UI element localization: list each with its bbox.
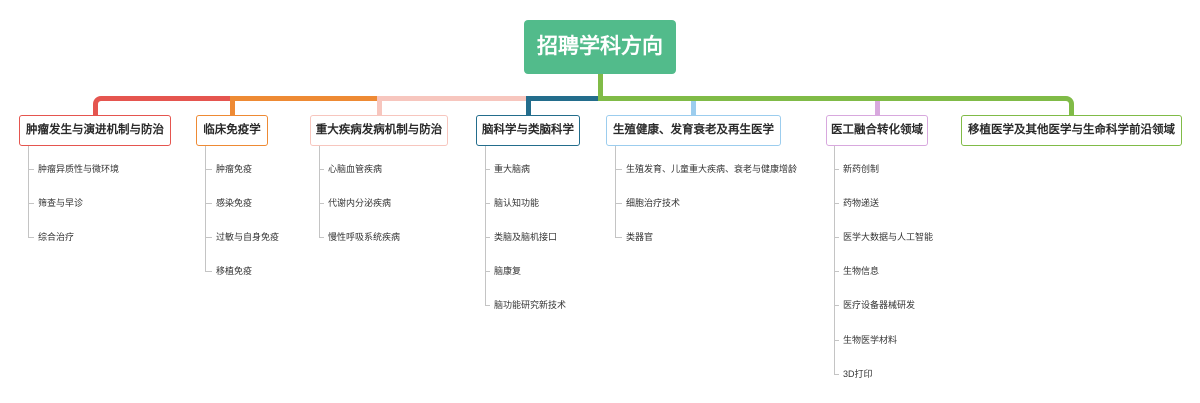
branch-topic-tumor: 肿瘤发生与演进机制与防治 [19, 115, 171, 146]
child-connector-tick [28, 203, 34, 204]
child-connector-tick [834, 237, 839, 238]
child-connector-tick [28, 237, 34, 238]
root-topic: 招聘学科方向 [524, 20, 676, 74]
child-topic: 类器官 [626, 232, 654, 242]
child-connector-vertical [28, 146, 29, 238]
child-connector-vertical [834, 146, 835, 375]
child-connector-tick [485, 305, 490, 306]
child-connector-tick [485, 203, 490, 204]
child-connector-vertical [615, 146, 616, 238]
child-connector-tick [319, 203, 324, 204]
child-topic: 筛查与早诊 [38, 198, 84, 208]
connector-line-root-stem [597, 74, 603, 100]
child-connector-tick [834, 271, 839, 272]
child-topic: 代谢内分泌疾病 [328, 198, 392, 208]
child-topic: 生物信息 [843, 266, 880, 276]
child-connector-tick [615, 237, 622, 238]
child-connector-tick [205, 271, 212, 272]
child-topic: 类脑及脑机接口 [494, 232, 558, 242]
child-topic: 3D打印 [843, 369, 873, 379]
child-topic: 慢性呼吸系统疾病 [328, 232, 401, 242]
connector-line-immunology [229, 96, 382, 115]
child-topic: 生物医学材料 [843, 335, 898, 345]
child-topic: 医疗设备器械研发 [843, 300, 916, 310]
child-connector-tick [28, 169, 34, 170]
branch-topic-major-disease: 重大疾病发病机制与防治 [310, 115, 448, 146]
child-connector-tick [319, 237, 324, 238]
child-topic: 感染免疫 [216, 198, 253, 208]
child-connector-tick [615, 169, 622, 170]
child-topic: 移植免疫 [216, 266, 253, 276]
child-topic: 脑功能研究新技术 [494, 300, 567, 310]
child-connector-tick [205, 237, 212, 238]
child-connector-tick [485, 169, 490, 170]
child-topic: 生殖发育、儿童重大疾病、衰老与健康增龄 [626, 164, 798, 174]
branch-topic-brain-science: 脑科学与类脑科学 [476, 115, 580, 146]
child-topic: 细胞治疗技术 [626, 198, 681, 208]
connector-line-reproductive [691, 100, 696, 115]
child-topic: 新药创制 [843, 164, 880, 174]
branch-topic-transplant: 移植医学及其他医学与生命科学前沿领域 [961, 115, 1182, 146]
connector-line-transplant [597, 96, 1074, 115]
child-connector-vertical [319, 146, 320, 238]
connector-line-tumor [92, 96, 235, 115]
child-connector-tick [205, 169, 212, 170]
child-connector-tick [485, 271, 490, 272]
child-topic: 重大脑病 [494, 164, 531, 174]
connector-line-major-disease [376, 96, 529, 115]
child-topic: 药物递送 [843, 198, 880, 208]
connector-line-brain-science [525, 96, 603, 115]
child-topic: 综合治疗 [38, 232, 75, 242]
branch-topic-med-eng: 医工融合转化领域 [826, 115, 928, 146]
child-connector-tick [834, 340, 839, 341]
child-topic: 脑认知功能 [494, 198, 540, 208]
child-connector-vertical [485, 146, 486, 306]
child-connector-tick [834, 203, 839, 204]
child-connector-tick [485, 237, 490, 238]
child-connector-tick [319, 169, 324, 170]
child-topic: 医学大数据与人工智能 [843, 232, 934, 242]
branch-topic-immunology: 临床免疫学 [196, 115, 268, 146]
child-topic: 心脑血管疾病 [328, 164, 383, 174]
child-topic: 过敏与自身免疫 [216, 232, 280, 242]
child-topic: 脑康复 [494, 266, 522, 276]
child-connector-tick [834, 374, 839, 375]
child-connector-tick [615, 203, 622, 204]
child-connector-tick [205, 203, 212, 204]
connector-line-med-eng [874, 100, 880, 115]
child-topic: 肿瘤异质性与微环境 [38, 164, 120, 174]
child-topic: 肿瘤免疫 [216, 164, 253, 174]
child-connector-tick [834, 169, 839, 170]
child-connector-tick [834, 305, 839, 306]
child-connector-vertical [205, 146, 206, 272]
branch-topic-reproductive: 生殖健康、发育衰老及再生医学 [606, 115, 781, 146]
